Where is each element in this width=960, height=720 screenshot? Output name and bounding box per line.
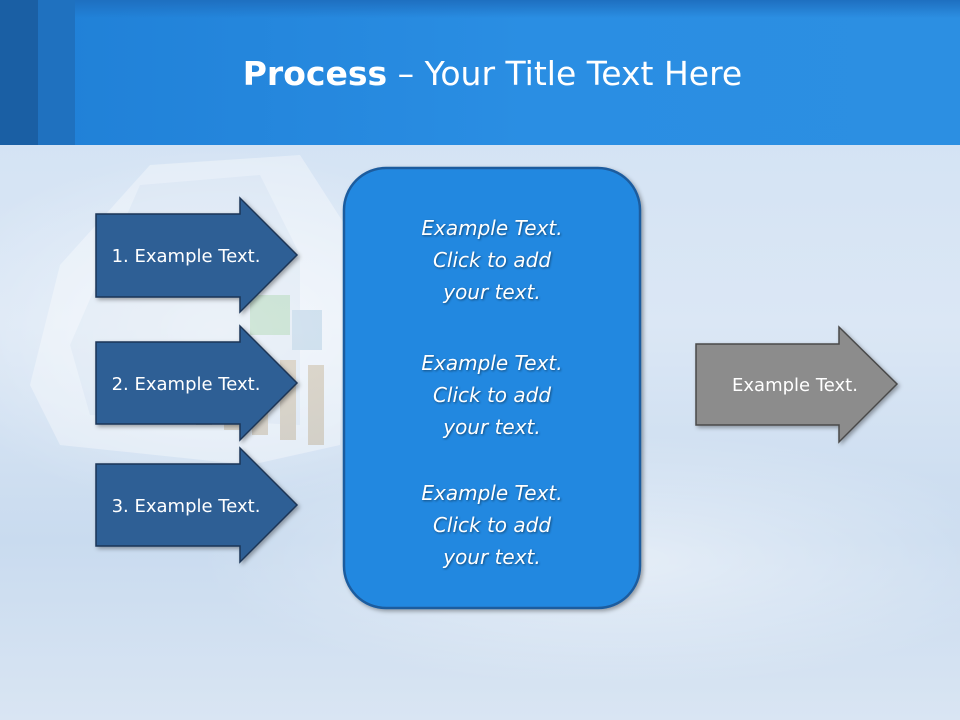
title-bold: Process — [242, 54, 388, 93]
input-arrow-2[interactable]: 2. Example Text. — [95, 324, 299, 442]
slide-title[interactable]: Process – Your Title Text Here — [0, 52, 960, 96]
center-block-3-line3: your text. — [443, 545, 541, 569]
center-block-3-line1: Example Text. — [421, 481, 563, 505]
input-arrow-1[interactable]: 1. Example Text. — [95, 196, 299, 314]
header-bar: Process – Your Title Text Here — [0, 0, 960, 145]
center-process-box[interactable] — [342, 166, 642, 610]
input-arrow-3[interactable]: 3. Example Text. — [95, 446, 299, 564]
header-stripe-mid — [38, 0, 75, 145]
center-block-1-line1: Example Text. — [421, 216, 563, 240]
input-arrow-3-label: 3. Example Text. — [112, 496, 261, 517]
title-rest: – Your Title Text Here — [387, 54, 743, 93]
center-block-2-line2: Click to add — [432, 383, 552, 407]
center-block-1-line3: your text. — [443, 280, 541, 304]
center-block-3-line2: Click to add — [432, 513, 552, 537]
output-arrow-label: Example Text. — [732, 375, 858, 396]
center-text-block-3: Example Text. Click to add your text. — [346, 477, 638, 573]
center-block-1-line2: Click to add — [432, 248, 552, 272]
center-block-2-line1: Example Text. — [421, 351, 563, 375]
output-arrow[interactable]: Example Text. — [695, 325, 899, 444]
center-block-2-line3: your text. — [443, 415, 541, 439]
input-arrow-1-label: 1. Example Text. — [112, 246, 261, 267]
header-stripe-dark — [0, 0, 38, 145]
center-text-block-2: Example Text. Click to add your text. — [346, 347, 638, 443]
header-top-shade — [75, 0, 960, 18]
input-arrow-2-label: 2. Example Text. — [112, 374, 261, 395]
center-text-block-1: Example Text. Click to add your text. — [346, 212, 638, 308]
